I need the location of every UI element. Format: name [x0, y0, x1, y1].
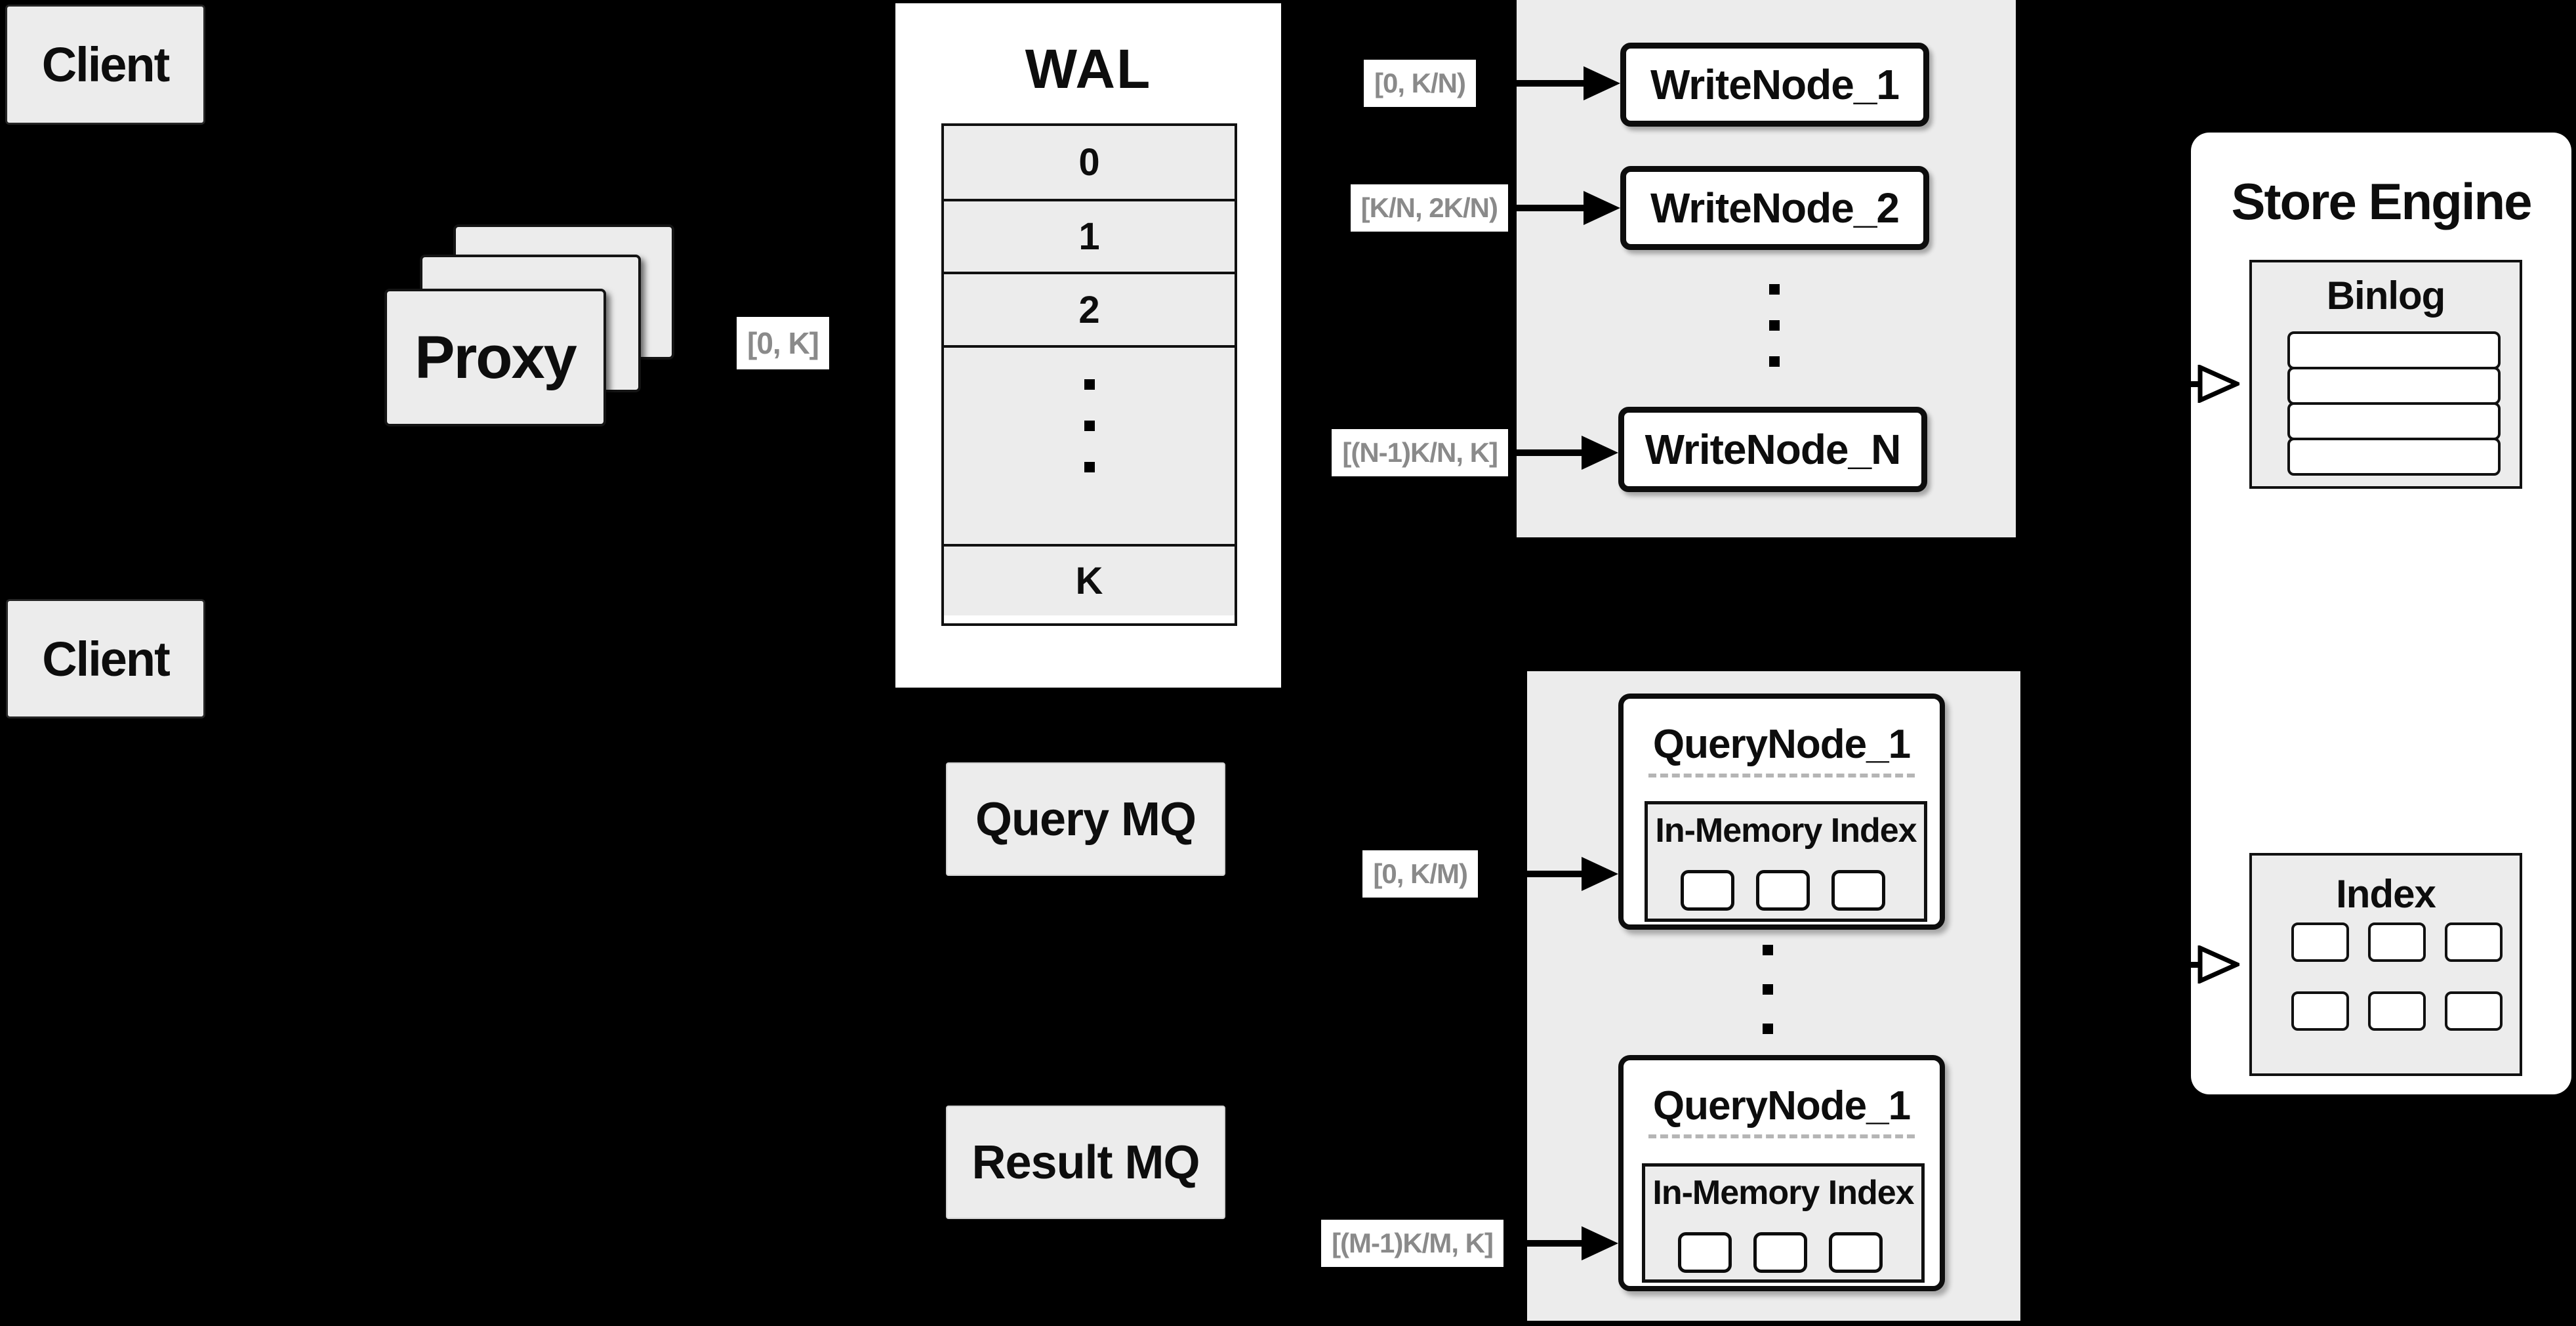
wal-row-ellipsis: [944, 345, 1235, 544]
write-node-1: WriteNode_1: [1620, 43, 1929, 127]
write-node-2: WriteNode_2: [1620, 166, 1929, 250]
write-nodes-ellipsis-icon: [1769, 284, 1780, 367]
binlog-rows: [2287, 331, 2501, 476]
inmem-segment: [1831, 870, 1885, 911]
wal-row-k: K: [944, 544, 1235, 615]
binlog-box: Binlog: [2249, 260, 2522, 489]
binlog-row: [2287, 438, 2501, 476]
inmem-segment: [1756, 870, 1810, 911]
write-node-n: WriteNode_N: [1618, 407, 1927, 492]
store-engine-title: Store Engine: [2231, 173, 2532, 230]
wal-table: 0 1 2 K: [941, 123, 1237, 626]
binlog-title: Binlog: [2326, 274, 2446, 318]
wal-row-2: 2: [944, 272, 1235, 345]
store-engine-panel: Store Engine Binlog Index: [2191, 133, 2571, 1094]
inmem-segments: [1678, 1232, 1883, 1273]
inmem-segment: [1753, 1232, 1807, 1273]
index-cell: [2368, 922, 2426, 962]
index-cell: [2445, 922, 2503, 962]
query-nodes-ellipsis-icon: [1763, 945, 1773, 1034]
client-box-bottom: Client: [6, 599, 205, 718]
query-node-title: QueryNode_1: [1652, 722, 1911, 767]
query-node-top: QueryNode_1 In-Memory Index: [1618, 694, 1945, 930]
inmem-index-title: In-Memory Index: [1652, 1174, 1914, 1212]
range-label-proxy-out: [0, K]: [737, 317, 829, 369]
index-cells: [2291, 922, 2503, 1031]
result-mq-box: Result MQ: [946, 1106, 1225, 1219]
client-box-top: Client: [5, 5, 205, 125]
query-node-divider: [1648, 774, 1915, 777]
index-box: Index: [2249, 853, 2522, 1076]
wal-title: WAL: [1025, 38, 1152, 100]
binlog-row: [2287, 331, 2501, 369]
query-node-title: QueryNode_1: [1652, 1083, 1911, 1129]
range-label-query-m: [(M-1)K/M, K]: [1321, 1220, 1503, 1267]
index-cell: [2291, 991, 2349, 1031]
inmem-index-box: In-Memory Index: [1645, 801, 1927, 922]
query-mq-box: Query MQ: [946, 762, 1225, 876]
inmem-index-title: In-Memory Index: [1655, 812, 1917, 850]
inmem-segment: [1829, 1232, 1883, 1273]
wal-panel: WAL 0 1 2 K: [895, 3, 1281, 688]
index-title: Index: [2336, 872, 2436, 916]
range-label-write-1: [0, K/N): [1364, 60, 1476, 107]
inmem-segments: [1681, 870, 1885, 911]
index-cell: [2445, 991, 2503, 1031]
range-label-query-1: [0, K/M): [1362, 850, 1478, 898]
query-node-divider: [1648, 1134, 1915, 1138]
inmem-segment: [1678, 1232, 1732, 1273]
inmem-index-box: In-Memory Index: [1642, 1163, 1925, 1283]
query-node-bottom: QueryNode_1 In-Memory Index: [1618, 1055, 1945, 1291]
binlog-row: [2287, 402, 2501, 440]
index-cell: [2368, 991, 2426, 1031]
proxy-card-front: Proxy: [384, 289, 606, 426]
range-label-write-n: [(N-1)K/N, K]: [1332, 429, 1508, 476]
binlog-row: [2287, 367, 2501, 405]
range-label-write-2: [K/N, 2K/N): [1350, 184, 1508, 232]
wal-row-1: 1: [944, 199, 1235, 272]
wal-row-0: 0: [944, 126, 1235, 199]
inmem-segment: [1681, 870, 1734, 911]
wal-ellipsis-icon: [1084, 379, 1095, 472]
index-cell: [2291, 922, 2349, 962]
